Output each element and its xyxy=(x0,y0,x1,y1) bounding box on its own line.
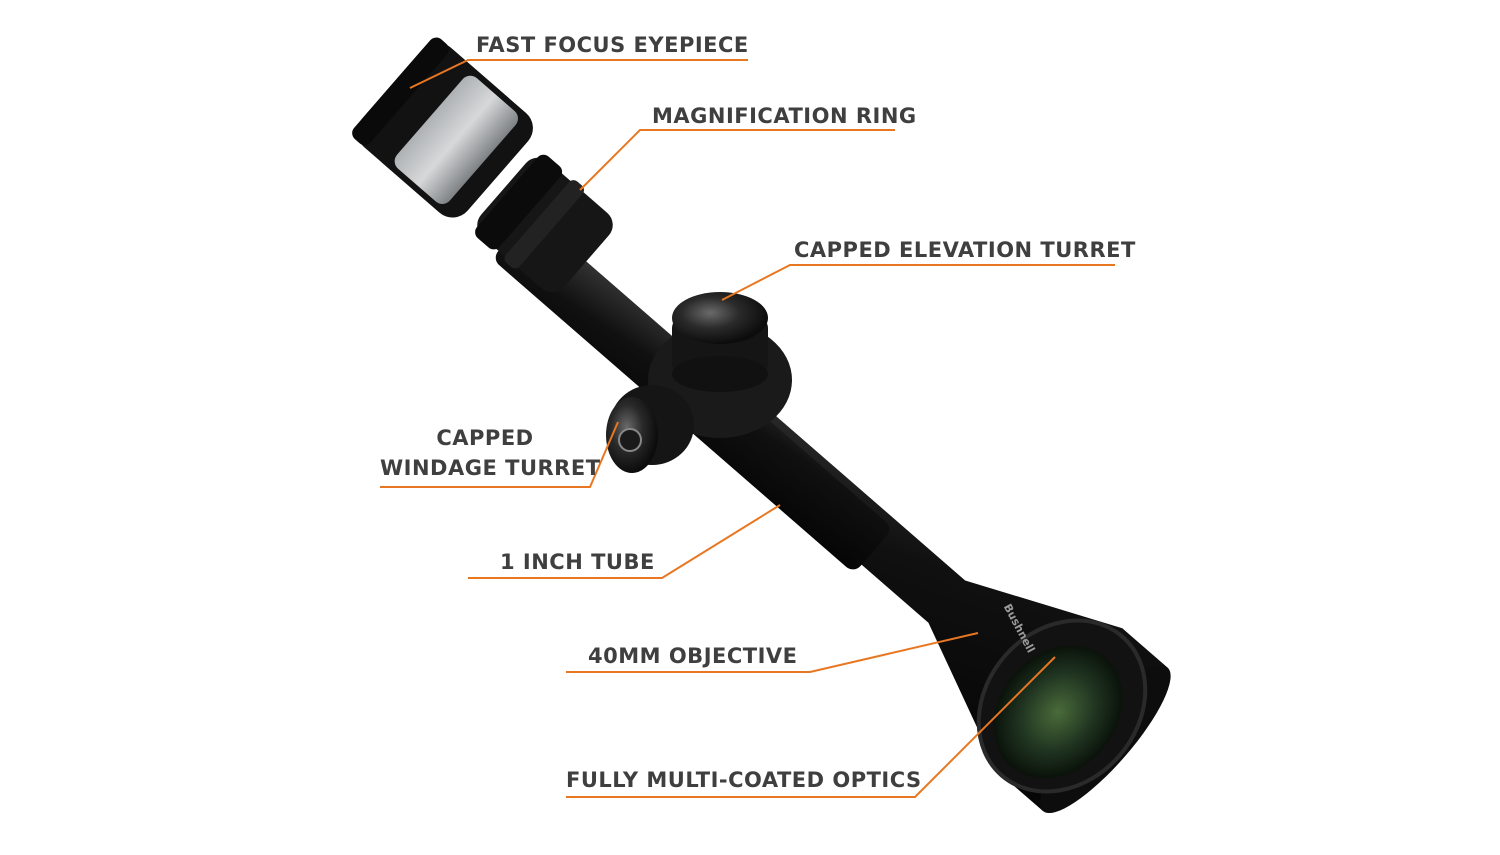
leader-line-windage xyxy=(380,421,619,488)
leader-line-magnification xyxy=(579,129,895,191)
callout-one-inch-tube: 1 INCH TUBE xyxy=(500,550,655,574)
callout-windage-line1: CAPPED xyxy=(436,426,534,450)
callout-fully-multi-coated-optics: FULLY MULTI-COATED OPTICS xyxy=(566,768,922,792)
leader-line-optics xyxy=(566,656,1056,798)
callout-capped-windage-turret: CAPPED WINDAGE TURRET xyxy=(380,423,601,483)
scope-body xyxy=(352,37,1171,814)
elevation-turret xyxy=(672,292,768,392)
callout-windage-line2: WINDAGE TURRET xyxy=(380,456,601,480)
leader-line-objective xyxy=(566,632,979,673)
leader-lines xyxy=(380,59,1115,798)
leader-line-elevation xyxy=(721,264,1115,301)
leader-line-tube xyxy=(468,504,781,579)
callout-fast-focus-eyepiece: FAST FOCUS EYEPIECE xyxy=(476,33,749,57)
callout-capped-elevation-turret: CAPPED ELEVATION TURRET xyxy=(794,238,1136,262)
leader-line-fast-focus xyxy=(409,59,748,89)
windage-turret xyxy=(606,385,694,473)
callout-40mm-objective: 40MM OBJECTIVE xyxy=(588,644,798,668)
callout-magnification-ring: MAGNIFICATION RING xyxy=(652,104,917,128)
eyepiece xyxy=(352,37,533,218)
